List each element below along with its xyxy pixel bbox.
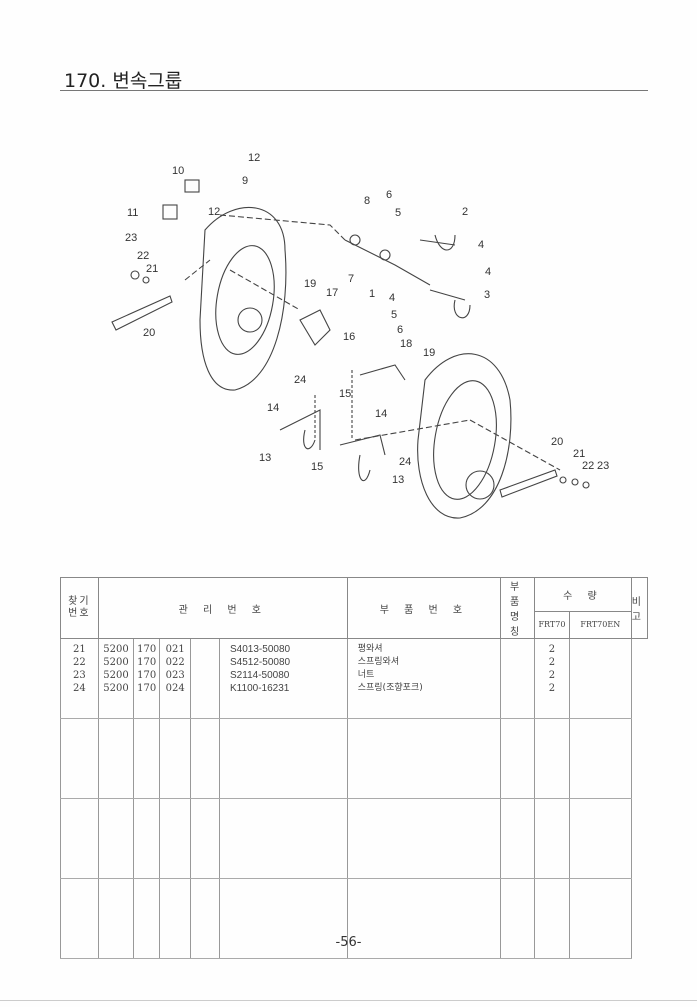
header-remarks: 비 고: [630, 577, 649, 639]
callout-20: 20: [551, 436, 563, 448]
header-part-no: 부 품 번 호: [346, 577, 502, 639]
left-housing: [199, 207, 287, 391]
callout-5: 5: [391, 309, 397, 321]
callout-11: 11: [127, 207, 138, 219]
callout-13: 13: [259, 452, 271, 464]
callout-22: 22: [137, 250, 149, 262]
callout-4: 4: [389, 292, 395, 304]
callout-10: 10: [172, 165, 184, 177]
callout-5: 5: [395, 207, 401, 219]
empty-row-block: [60, 718, 648, 799]
empty-row-block: [60, 878, 648, 959]
page-title: 170. 변속그룹: [64, 70, 183, 92]
header-qty-frt70: FRT70: [534, 610, 570, 640]
callout-21: 21: [146, 263, 158, 275]
parts-table: 찾기 번호 관 리 번 호 부 품 번 호 부 품 명 칭 수 량 비 고 FR…: [60, 577, 649, 959]
callout-23: 23: [125, 232, 137, 244]
callout-1: 1: [369, 288, 375, 300]
page-bottom-edge: [0, 1000, 697, 1001]
callout-6: 6: [386, 189, 392, 201]
right-housing: [417, 353, 512, 519]
callout-12: 12: [208, 206, 220, 218]
title-divider: [60, 90, 648, 91]
callout-19: 19: [423, 347, 435, 359]
callout-13: 13: [392, 474, 404, 486]
callout-9: 9: [242, 175, 248, 187]
empty-row-block: [60, 798, 648, 879]
callout-12: 12: [248, 152, 260, 164]
callout-14: 14: [267, 402, 279, 414]
callout-6: 6: [397, 324, 403, 336]
callout-7: 7: [348, 273, 354, 285]
callout-4: 4: [478, 239, 484, 251]
callout-2: 2: [462, 206, 468, 218]
page-number: -56-: [335, 935, 362, 950]
callout-14: 14: [375, 408, 387, 420]
callout-18: 18: [400, 338, 412, 350]
callout-8: 8: [364, 195, 370, 207]
callout-19: 19: [304, 278, 316, 290]
header-ref-no: 찾기 번호: [60, 577, 99, 639]
callout-15: 15: [339, 388, 351, 400]
remarks-col: [568, 638, 632, 719]
callout-24: 24: [399, 456, 411, 468]
header-mgmt-no: 관 리 번 호: [97, 577, 348, 639]
header-qty: 수 량: [534, 577, 632, 612]
header-part-name: 부 품 명 칭: [500, 577, 536, 639]
callout-3: 3: [484, 289, 490, 301]
qty-frt70-col: [500, 638, 536, 719]
callout-20: 20: [143, 327, 155, 339]
callout-4: 4: [485, 266, 491, 278]
callout-24: 24: [294, 374, 306, 386]
callout-16: 16: [343, 331, 355, 343]
callout-21: 21: [573, 448, 585, 460]
callout-15: 15: [311, 461, 323, 473]
header-qty-frt70en: FRT70EN: [568, 610, 632, 640]
callout-17: 17: [326, 287, 338, 299]
callout-22: 22: [582, 460, 594, 472]
mgmt-col-4: [190, 638, 221, 719]
callout-23: 23: [597, 460, 609, 472]
